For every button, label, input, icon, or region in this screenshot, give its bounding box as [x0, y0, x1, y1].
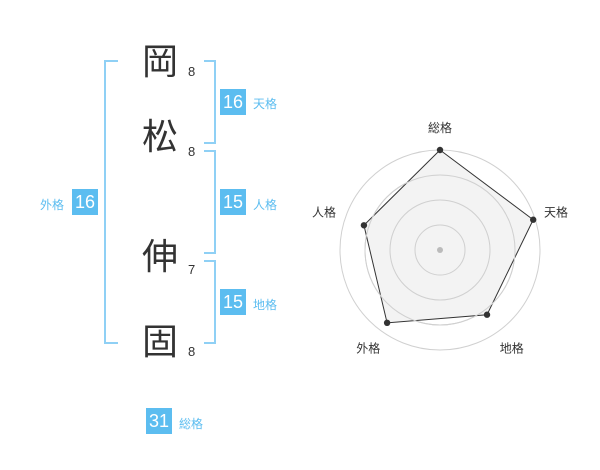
name-char-1: 岡: [141, 42, 178, 83]
tenkaku-bracket: [204, 60, 216, 144]
radar-axis-label: 人格: [312, 204, 336, 219]
gaikaku-label: 外格: [40, 198, 65, 212]
gaikaku-bracket: [104, 60, 118, 344]
stroke-count-1: 8: [188, 64, 196, 79]
radar-ring-inner: [414, 224, 466, 276]
jinkaku-value: 15: [220, 189, 247, 215]
chikaku-bracket: [204, 260, 216, 344]
radar-axis-label: 外格: [356, 341, 380, 356]
radar-ring-inner: [389, 199, 491, 301]
radar-point: [483, 311, 491, 318]
radar-point: [530, 216, 537, 223]
stroke-count-3: 7: [188, 262, 196, 277]
jinkaku-bracket: [204, 150, 216, 254]
radar-axis-label: 天格: [544, 204, 568, 219]
stroke-count-2: 8: [188, 144, 196, 159]
name-char-2: 松: [141, 117, 178, 158]
name-char-3: 伸: [141, 237, 178, 278]
gaikaku-value: 16: [72, 189, 99, 215]
radar-point: [383, 319, 391, 327]
radar-axis-label: 総格: [428, 120, 452, 135]
radar-point: [436, 146, 444, 154]
chikaku-label: 地格: [253, 298, 278, 312]
name-char-4: 固: [141, 322, 178, 363]
radar-axis-label: 地格: [500, 341, 524, 356]
radar-center: [437, 247, 443, 253]
radar-area: [363, 149, 534, 324]
chikaku-value: 15: [220, 289, 247, 315]
soukaku-value: 31: [146, 408, 173, 434]
soukaku-label: 総格: [179, 417, 204, 431]
stroke-count-4: 8: [188, 344, 196, 359]
jinkaku-label: 人格: [253, 198, 278, 212]
tenkaku-label: 天格: [253, 97, 278, 111]
tenkaku-value: 16: [220, 89, 247, 115]
radar-point: [360, 222, 368, 229]
radar-ring-inner: [364, 174, 516, 326]
